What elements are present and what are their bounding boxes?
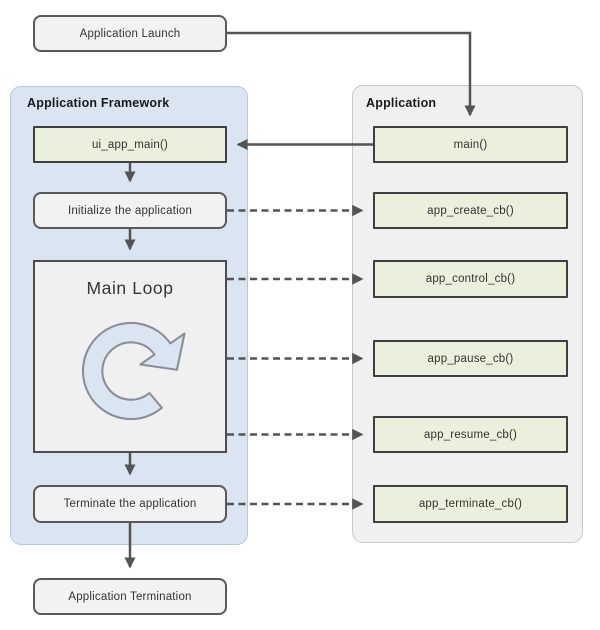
app-control-cb-box: app_control_cb() (373, 260, 568, 298)
main-loop-box: Main Loop (33, 260, 227, 453)
application-launch-box: Application Launch (33, 15, 227, 52)
app-terminate-cb-box: app_terminate_cb() (373, 485, 568, 523)
application-title: Application (366, 96, 437, 110)
application-termination-box: Application Termination (33, 578, 227, 615)
app-create-cb-box: app_create_cb() (373, 192, 568, 229)
loop-cycle-icon (81, 321, 186, 421)
ui-app-main-box: ui_app_main() (33, 126, 227, 163)
app-resume-cb-box: app_resume_cb() (373, 416, 568, 453)
terminate-application-box: Terminate the application (33, 485, 227, 523)
main-loop-label: Main Loop (86, 278, 174, 298)
app-pause-cb-box: app_pause_cb() (373, 340, 568, 377)
main-box: main() (373, 126, 568, 163)
initialize-application-box: Initialize the application (33, 192, 227, 229)
application-framework-title: Application Framework (27, 96, 170, 110)
